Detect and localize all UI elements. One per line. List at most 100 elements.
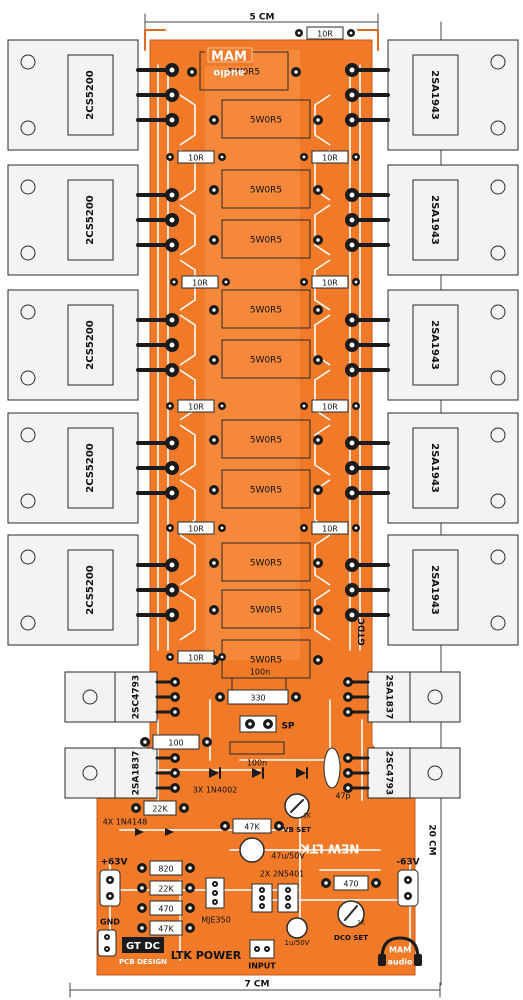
resistor-5w-8-body bbox=[221, 542, 311, 582]
diode-1n4148-0 bbox=[135, 828, 144, 836]
trace-zig-left-5 bbox=[179, 369, 196, 421]
transistor-right-3-pad-0-hole bbox=[349, 440, 355, 446]
driver-left-bottom-pad-0-hole bbox=[173, 756, 177, 760]
resistor-330-body bbox=[227, 689, 289, 705]
resistor-10r-4-pad-a-hole bbox=[302, 280, 306, 284]
headphone-icon bbox=[380, 936, 420, 959]
headphone-icon-left-cup bbox=[378, 954, 386, 966]
driver-right-bottom-hole bbox=[427, 765, 443, 781]
transistor-left-2-mount-hole-1 bbox=[20, 370, 36, 386]
resistor-10r-7-body bbox=[177, 521, 215, 535]
transistor-right-1-pad-1-hole bbox=[349, 217, 355, 223]
driver-right-bottom-pad-1-hole bbox=[346, 771, 350, 775]
resistor-22k-bottom-pad-b-hole bbox=[188, 886, 192, 890]
transistor-left-0-label: 2CS5200 bbox=[85, 70, 96, 120]
top-logo-audio: audio bbox=[213, 67, 244, 78]
resistor-5w-6-body bbox=[221, 419, 311, 459]
transistor-right-4-mount-hole-0 bbox=[490, 549, 506, 565]
resistor-47k-mid-pad-b-hole bbox=[277, 824, 281, 828]
transistor-left-4-pad-0-hole bbox=[169, 562, 175, 568]
driver-left-bottom-tab bbox=[64, 747, 116, 799]
cap-1u-body bbox=[286, 917, 308, 939]
transistor-left-2-die bbox=[67, 304, 114, 386]
driver-left-top-label: 2SC4793 bbox=[132, 675, 142, 719]
transistor-right-0-pad-2-hole bbox=[349, 117, 355, 123]
resistor-5w-3-label: 5W0R5 bbox=[250, 236, 282, 246]
driver-right-top-pad-2-hole bbox=[346, 710, 350, 714]
resistor-470-right-body bbox=[333, 875, 369, 891]
transistor-right-0-pad-0-hole bbox=[349, 67, 355, 73]
transistor-left-3-die bbox=[67, 427, 114, 509]
resistor-5w-6-pad-a-hole bbox=[212, 438, 216, 442]
trans-2n5401-0-pad-2-hole bbox=[260, 904, 264, 908]
resistor-100-pad-a-hole bbox=[143, 740, 147, 744]
resistor-330-label: 330 bbox=[250, 694, 265, 703]
trace-zig-left-2 bbox=[179, 204, 196, 256]
transistor-right-4-body bbox=[387, 534, 519, 646]
driver-left-top-hole bbox=[82, 689, 98, 705]
resistor-5w-5-pad-b-hole bbox=[316, 358, 320, 362]
driver-right-top-pad-0-hole bbox=[346, 680, 350, 684]
resistor-5w-6-label: 5W0R5 bbox=[250, 436, 282, 446]
trans-2n5401-0-pad-0-hole bbox=[260, 888, 264, 892]
resistor-5w-2-label: 5W0R5 bbox=[250, 186, 282, 196]
headphone-icon-right-cup bbox=[414, 954, 422, 966]
resistor-10r-1-pad-a-hole bbox=[168, 155, 172, 159]
resistor-5w-9-pad-a-hole bbox=[212, 608, 216, 612]
gnd-pad-a-hole bbox=[105, 935, 109, 939]
transistor-right-2-pad-0-hole bbox=[349, 317, 355, 323]
resistor-10r-3-body bbox=[181, 275, 219, 289]
cap-47u-body bbox=[239, 837, 265, 863]
resistor-470-right-label: 470 bbox=[343, 880, 358, 889]
resistor-330-pad-b-hole bbox=[294, 695, 298, 699]
vb-set-pot-wiper bbox=[290, 799, 304, 813]
pos-supply-terminal[interactable] bbox=[99, 869, 121, 907]
transistor-left-0-mount-hole-1 bbox=[20, 120, 36, 136]
gnd-label: GND bbox=[100, 918, 120, 927]
transistor-left-3-mount-hole-0 bbox=[20, 427, 36, 443]
driver-right-bottom-pad-0-hole bbox=[346, 756, 350, 760]
transistor-right-4-die bbox=[412, 549, 459, 631]
dim-right-label: 20 CM bbox=[427, 824, 437, 855]
resistor-47k-mid-label: 47K bbox=[244, 823, 260, 832]
transistor-right-2-label: 2SA1943 bbox=[429, 320, 440, 370]
transistor-right-2-body bbox=[387, 289, 519, 401]
resistor-820-pad-a-hole bbox=[140, 866, 144, 870]
resistor-470-left-body bbox=[149, 900, 183, 916]
transistor-right-1-body bbox=[387, 164, 519, 276]
driver-left-top-pad-1-hole bbox=[173, 695, 177, 699]
resistor-10r-6-label: 10R bbox=[322, 403, 338, 412]
resistor-5w-7-label: 5W0R5 bbox=[250, 486, 282, 496]
speaker-pad-b-hole bbox=[266, 722, 270, 726]
trans-2n5401-label: 2X 2N5401 bbox=[260, 870, 305, 879]
transistor-right-4-pad-0-hole bbox=[349, 562, 355, 568]
resistor-5w-10-label: 5W0R5 bbox=[250, 656, 282, 666]
transistor-left-1-pad-2-hole bbox=[169, 242, 175, 248]
neg-supply-terminal[interactable] bbox=[397, 869, 419, 907]
transistor-left-4-pad-1-hole bbox=[169, 587, 175, 593]
cap-100n-mid-body bbox=[229, 741, 285, 755]
transistor-left-1-body bbox=[7, 164, 139, 276]
input-connector[interactable] bbox=[249, 939, 275, 959]
bottom-logo-audio: audio bbox=[387, 958, 413, 967]
transistor-left-4-mount-hole-0 bbox=[20, 549, 36, 565]
gnd-terminal[interactable] bbox=[97, 929, 117, 957]
resistor-22k-bottom-label: 22K bbox=[158, 885, 174, 894]
transistor-left-3-label: 2CS5200 bbox=[85, 443, 96, 493]
resistor-5w-8-pad-b-hole bbox=[316, 561, 320, 565]
diode-1n4002-0 bbox=[209, 768, 219, 778]
transistor-left-2-label: 2CS5200 bbox=[85, 320, 96, 370]
transistor-left-2-pad-0-hole bbox=[169, 317, 175, 323]
resistor-10r-7-pad-b-hole bbox=[220, 526, 224, 530]
transistor-right-2-die bbox=[412, 304, 459, 386]
transistor-right-2-pad-2-hole bbox=[349, 367, 355, 373]
resistor-5w-3-pad-b-hole bbox=[316, 238, 320, 242]
mje350-label: MJE350 bbox=[201, 916, 231, 925]
transistor-right-1-mount-hole-1 bbox=[490, 245, 506, 261]
resistor-5w-1-label: 5W0R5 bbox=[250, 116, 282, 126]
transistor-right-3-label: 2SA1943 bbox=[429, 443, 440, 493]
resistor-820-body bbox=[149, 860, 183, 876]
transistor-right-3-pad-1-hole bbox=[349, 465, 355, 471]
resistor-47k-bottom-pad-a-hole bbox=[140, 926, 144, 930]
resistor-820-label: 820 bbox=[158, 865, 173, 874]
